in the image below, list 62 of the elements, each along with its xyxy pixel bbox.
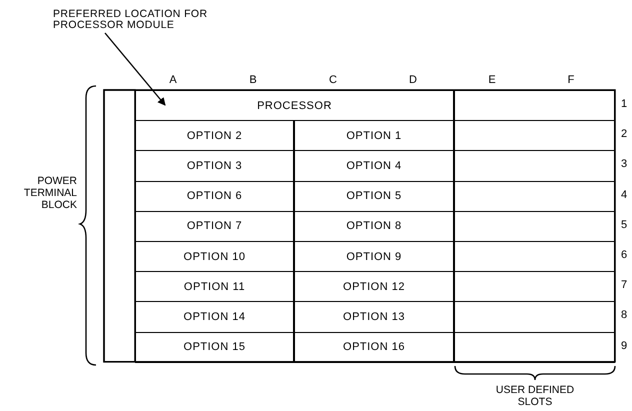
row-number: 8 — [621, 309, 628, 322]
column-letter: B — [248, 74, 258, 86]
slot-cell — [135, 150, 294, 182]
slot-cell — [135, 241, 294, 272]
slot-label: OPTION 11 — [184, 280, 246, 293]
slot-cell — [294, 332, 454, 363]
slot-label: OPTION 5 — [346, 190, 402, 202]
empty-slot — [454, 301, 615, 333]
row-number: 1 — [621, 98, 628, 110]
row-number: 4 — [621, 188, 628, 201]
slot-label: OPTION 4 — [346, 160, 402, 172]
empty-slot — [454, 332, 615, 363]
slot-cell — [135, 332, 294, 363]
column-letter: D — [408, 74, 418, 86]
callout-text: PREFERRED LOCATION FOR PROCESSOR MODULE — [53, 9, 223, 31]
slot-cell — [294, 301, 454, 333]
empty-slot — [454, 120, 615, 152]
empty-slot — [454, 210, 615, 242]
slot-cell — [294, 241, 454, 272]
slot-label: OPTION 16 — [343, 341, 405, 354]
slot-label: OPTION 14 — [184, 310, 246, 323]
empty-slot — [454, 90, 615, 122]
slot-cell — [294, 180, 454, 212]
slot-label: OPTION 15 — [184, 341, 246, 354]
slot-cell — [135, 271, 294, 302]
slot-cell — [135, 120, 294, 152]
slot-cell — [135, 210, 294, 242]
column-letter: F — [566, 74, 576, 86]
row-number: 3 — [621, 158, 628, 170]
slot-label: OPTION 13 — [343, 310, 405, 323]
slot-cell — [135, 90, 454, 122]
bracket-label: POWER TERMINAL BLOCK — [22, 175, 77, 211]
empty-slot — [454, 150, 615, 182]
row-number: 5 — [621, 218, 628, 231]
slot-cell — [294, 150, 454, 182]
slot-label: OPTION 8 — [346, 220, 402, 232]
empty-slot — [454, 180, 615, 212]
column-letter: E — [487, 74, 497, 86]
column-letter: C — [328, 74, 338, 86]
row-number: 6 — [621, 249, 628, 261]
slot-cell — [294, 210, 454, 242]
slot-label: OPTION 6 — [186, 190, 242, 202]
slot-label: PROCESSOR — [257, 100, 332, 112]
slot-label: OPTION 3 — [186, 160, 242, 172]
empty-slot — [454, 271, 615, 302]
slot-cell — [135, 180, 294, 212]
row-number: 7 — [621, 279, 628, 292]
slot-cell — [294, 120, 454, 152]
slot-cell — [135, 301, 294, 333]
column-letter: A — [168, 74, 178, 86]
slot-label: OPTION 1 — [346, 130, 402, 142]
row-number: 2 — [621, 128, 628, 140]
leader-arrow — [104, 32, 166, 106]
bracket-label: USER DEFINED SLOTS — [494, 384, 576, 408]
row-number: 9 — [621, 340, 628, 352]
slot-label: OPTION 10 — [184, 250, 246, 263]
slot-label: OPTION 2 — [186, 130, 242, 142]
slot-label: OPTION 9 — [346, 250, 402, 263]
slot-label: OPTION 12 — [343, 280, 405, 293]
slot-label: OPTION 7 — [186, 220, 242, 232]
slot-cell — [294, 271, 454, 302]
empty-slot — [454, 241, 615, 272]
